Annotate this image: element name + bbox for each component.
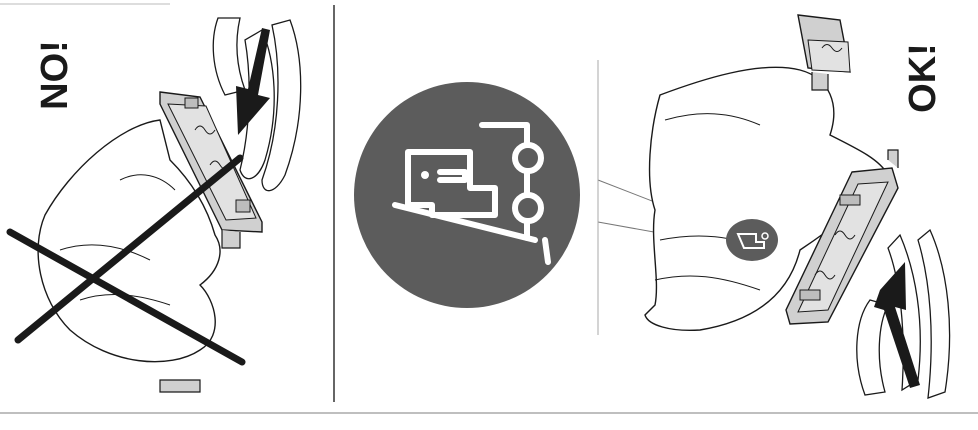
fingers-right (857, 230, 950, 398)
ok-label: OK! (903, 43, 943, 113)
small-badge-icon (726, 219, 778, 261)
no-label: NO! (35, 40, 75, 110)
badge-circle (354, 82, 580, 308)
